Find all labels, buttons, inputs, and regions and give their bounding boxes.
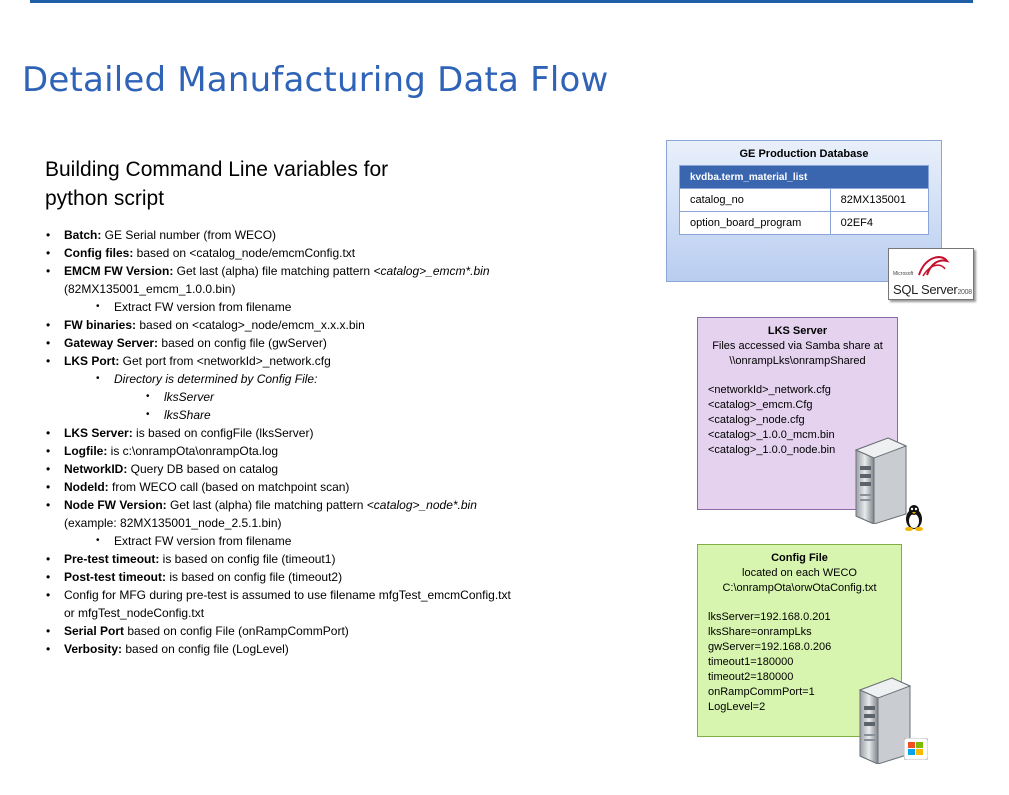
linux-server-icon — [854, 437, 908, 524]
sql-server-swirl-icon — [918, 256, 950, 277]
bullet-posttest-timeout: Post-test timeout: is based on config fi… — [44, 568, 644, 586]
table-row: option_board_program 02EF4 — [679, 211, 930, 235]
bullet-lks-port-directory: Directory is determined by Config File: — [44, 370, 644, 388]
config-file-title: Config File — [771, 552, 828, 564]
bullet-emcm-fw-version: EMCM FW Version: Get last (alpha) file m… — [44, 262, 644, 280]
bullet-node-fw-version: Node FW Version: Get last (alpha) file m… — [44, 496, 644, 514]
bullet-emcm-extract: Extract FW version from filename — [44, 298, 644, 316]
lks-file-list: <networkId>_network.cfg <catalog>_emcm.C… — [698, 383, 897, 458]
bullet-lks-share-option: lksShare — [44, 406, 644, 424]
subtitle-line-1: Building Command Line variables for — [45, 158, 389, 181]
bullet-gateway-server: Gateway Server: based on config file (gw… — [44, 334, 644, 352]
list-item: <networkId>_network.cfg — [708, 384, 831, 396]
list-item: timeout1=180000 — [708, 656, 794, 668]
bullet-node-extract: Extract FW version from filename — [44, 532, 644, 550]
sql-server-logo: Microsoft SQL Server2008 — [888, 248, 974, 300]
bullet-network-id: NetworkID: Query DB based on catalog — [44, 460, 644, 478]
bullet-list: Batch: GE Serial number (from WECO) Conf… — [44, 226, 644, 658]
list-item: gwServer=192.168.0.206 — [708, 641, 832, 653]
list-item: <catalog>_1.0.0_mcm.bin — [708, 429, 835, 441]
section-subtitle: Building Command Line variables for pyth… — [45, 155, 465, 213]
sql-logo-text: SQL Server2008 — [893, 282, 972, 297]
table-cell-value: 02EF4 — [829, 211, 930, 235]
page-title: Detailed Manufacturing Data Flow — [22, 60, 609, 100]
lks-server-line-1: Files accessed via Samba share at — [712, 340, 883, 352]
top-rule — [30, 0, 973, 3]
production-database-panel: GE Production Database kvdba.term_materi… — [666, 140, 942, 282]
bullet-config-mfg-cont: or mfgTest_nodeConfig.txt — [64, 606, 205, 620]
config-file-line-2: C:\onrampOta\orwOtaConfig.txt — [722, 582, 877, 594]
table-header-row: kvdba.term_material_list — [679, 165, 929, 189]
sql-logo-vendor: Microsoft — [893, 271, 914, 277]
table-cell-key: catalog_no — [679, 188, 831, 212]
windows-logo-icon — [904, 738, 928, 760]
list-item: timeout2=180000 — [708, 671, 794, 683]
list-item: lksShare=onrampLks — [708, 626, 812, 638]
bullet-batch: Batch: GE Serial number (from WECO) — [44, 226, 644, 244]
database-table: kvdba.term_material_list catalog_no 82MX… — [679, 165, 930, 235]
lks-server-title: LKS Server — [767, 325, 828, 337]
table-cell-value: 82MX135001 — [829, 188, 930, 212]
bullet-serial-port: Serial Port based on config File (onRamp… — [44, 622, 644, 640]
table-cell-key: option_board_program — [679, 211, 831, 235]
table-row: catalog_no 82MX135001 — [679, 188, 930, 212]
list-item: onRampCommPort=1 — [708, 686, 815, 698]
lks-server-line-2: \\onrampLks\onrampShared — [729, 355, 866, 367]
bullet-node-fw-example: (example: 82MX135001_node_2.5.1.bin) — [64, 516, 282, 530]
list-item: lksServer=192.168.0.201 — [708, 611, 831, 623]
list-item: LogLevel=2 — [708, 701, 766, 713]
bullet-emcm-fw-example: (82MX135001_emcm_1.0.0.bin) — [64, 282, 236, 296]
database-title: GE Production Database — [739, 148, 869, 160]
subtitle-line-2: python script — [45, 187, 165, 210]
bullet-fw-binaries: FW binaries: based on <catalog>_node/emc… — [44, 316, 644, 334]
list-item: <catalog>_node.cfg — [708, 414, 805, 426]
config-file-line-1: located on each WECO — [742, 567, 857, 579]
list-item: <catalog>_emcm.Cfg — [708, 399, 813, 411]
bullet-lks-port: LKS Port: Get port from <networkId>_netw… — [44, 352, 644, 370]
bullet-verbosity: Verbosity: based on config file (LogLeve… — [44, 640, 644, 658]
config-entry-list: lksServer=192.168.0.201 lksShare=onrampL… — [698, 610, 901, 715]
linux-penguin-icon — [905, 505, 923, 531]
bullet-pretest-timeout: Pre-test timeout: is based on config fil… — [44, 550, 644, 568]
bullet-lks-server: LKS Server: is based on configFile (lksS… — [44, 424, 644, 442]
bullet-logfile: Logfile: is c:\onrampOta\onrampOta.log — [44, 442, 644, 460]
bullet-config-mfg: Config for MFG during pre-test is assume… — [44, 586, 644, 604]
table-name: kvdba.term_material_list — [679, 165, 929, 189]
bullet-config-files: Config files: based on <catalog_node/emc… — [44, 244, 644, 262]
list-item: <catalog>_1.0.0_node.bin — [708, 444, 836, 456]
bullet-lks-server-option: lksServer — [44, 388, 644, 406]
bullet-node-id: NodeId: from WECO call (based on matchpo… — [44, 478, 644, 496]
